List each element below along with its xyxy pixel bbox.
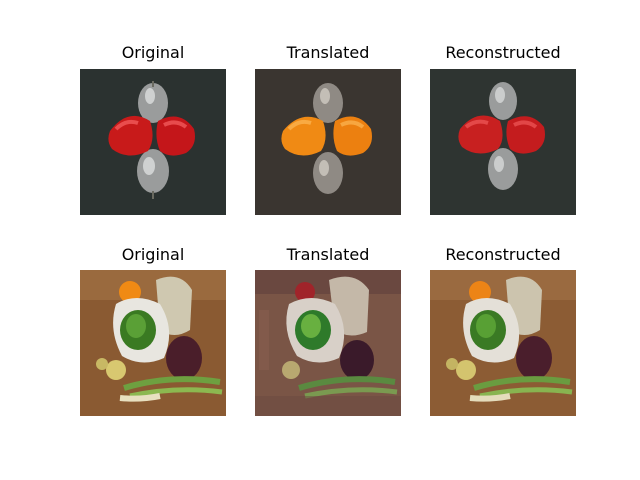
image-reconstructed-peppers [430,69,576,215]
image-original-peppers [80,69,226,215]
panel-title: Reconstructed [445,245,561,264]
panel-title: Original [121,245,185,264]
panel-title: Translated [286,43,370,62]
image-translated-vegetables [255,270,401,416]
image-translated-peppers [255,69,401,215]
panel-title: Translated [286,245,370,264]
image-reconstructed-vegetables [430,270,576,416]
panel-title: Reconstructed [445,43,561,62]
panel-title: Original [121,43,185,62]
image-original-vegetables [80,270,226,416]
